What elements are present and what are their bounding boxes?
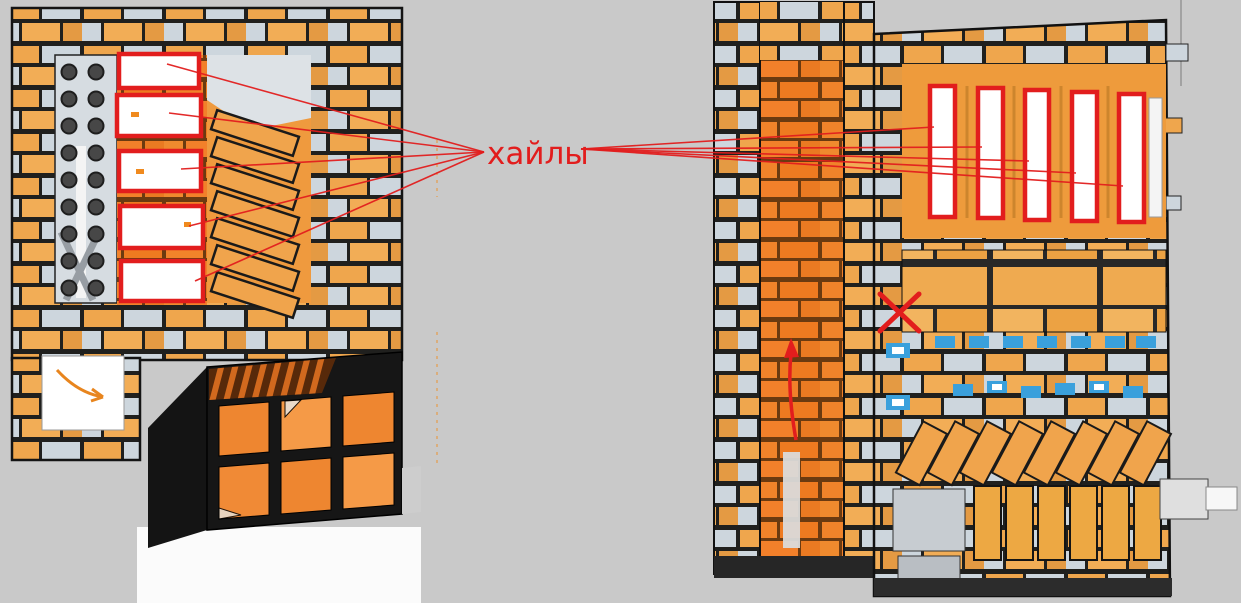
- hailo-slot-4: [1069, 89, 1100, 224]
- annotation-label: хайлы: [487, 136, 589, 172]
- firebox-3d: [148, 351, 421, 548]
- leader-line: [580, 126, 935, 150]
- orange-tick: [184, 222, 191, 227]
- right-brick-fan: [894, 419, 1173, 487]
- annotations: хайлы: [166, 63, 1124, 463]
- right-section-view: [713, 1, 1238, 598]
- chimney-base: [714, 556, 874, 578]
- draft-arrow: [55, 368, 104, 399]
- leader-line: [580, 148, 1030, 162]
- body-base: [874, 578, 1172, 596]
- white-slat: [76, 146, 86, 298]
- tooth-brick: [1165, 195, 1182, 211]
- leader-lines-right: [580, 126, 1124, 187]
- orange-tick: [131, 112, 139, 117]
- cut-face-patch: [207, 55, 311, 130]
- leader-line: [580, 146, 983, 150]
- hailo-slot-1: [927, 83, 958, 220]
- blue-marker: [886, 343, 910, 358]
- right-hailo-zone: [902, 64, 1166, 238]
- blue-marker: [1055, 383, 1075, 395]
- leader-line: [166, 63, 485, 153]
- dowel-channel: [54, 54, 118, 304]
- tooth-brick: [1165, 43, 1189, 62]
- tooth-brick: [1163, 117, 1183, 134]
- orange-tick: [136, 169, 144, 174]
- blue-marker: [1123, 386, 1143, 398]
- cleanout-protrusion: [1159, 478, 1209, 520]
- cleanout-pipe: [1205, 486, 1238, 511]
- flow-arrow-head: [784, 338, 799, 358]
- blue-marker: [1089, 381, 1109, 393]
- firebox-side-face: [148, 367, 207, 548]
- gray-box: [892, 488, 966, 552]
- firebox-panels: [218, 391, 395, 520]
- big-brick-band: [901, 249, 1167, 333]
- dowel-pins: [60, 63, 105, 297]
- leader-line: [168, 112, 485, 153]
- plain-slot: [1148, 97, 1163, 218]
- hailo-slot-3: [1022, 87, 1052, 223]
- blue-marker: [987, 381, 1007, 393]
- blue-marker: [1003, 336, 1023, 348]
- leader-line: [194, 151, 485, 282]
- hot-flue-channel: [759, 1, 845, 575]
- cleanout-opening: [41, 355, 125, 431]
- left-plan-view: [10, 6, 421, 548]
- blue-markers: [886, 336, 1156, 410]
- blue-marker: [1136, 336, 1156, 348]
- leader-line: [180, 151, 485, 170]
- light-slat: [783, 452, 800, 548]
- blue-marker: [886, 395, 910, 410]
- blue-marker: [1037, 336, 1057, 348]
- hailo-box-5: [118, 258, 206, 304]
- blue-marker: [969, 336, 989, 348]
- leader-line: [580, 148, 1124, 187]
- blue-marker: [1071, 336, 1091, 348]
- gray-sliver: [402, 466, 421, 514]
- flow-arrow-up: [788, 353, 798, 441]
- leader-line: [580, 148, 1077, 174]
- red-cross-mark: [877, 291, 922, 334]
- chimney-riser: [713, 1, 875, 578]
- hailo-slot-2: [975, 85, 1006, 221]
- blue-marker: [1021, 386, 1041, 398]
- hailo-slot-5: [1116, 91, 1147, 225]
- blue-marker: [953, 384, 973, 396]
- left-brick-fan: [207, 55, 311, 320]
- leader-lines-left: [166, 63, 485, 282]
- blue-marker: [935, 336, 955, 348]
- vertical-planks: [973, 485, 1162, 561]
- hailo-box-1: [116, 51, 202, 91]
- stove-body: [872, 18, 1238, 598]
- blue-marker: [1105, 336, 1125, 348]
- white-canvas-patch: [137, 527, 421, 603]
- leader-line: [188, 151, 485, 227]
- hailo-box-3: [116, 148, 204, 194]
